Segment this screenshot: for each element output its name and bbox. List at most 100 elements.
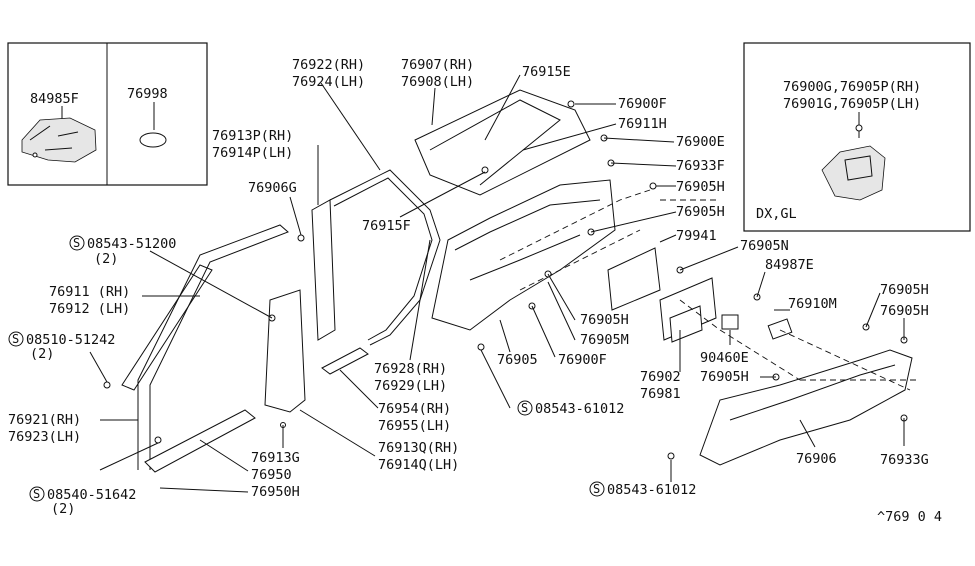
label-76924: 76924(LH): [292, 74, 365, 90]
rear-side-trim-76928: [431, 179, 616, 331]
label-76928: 76928(RH): [374, 361, 447, 377]
label-76915E: 76915E: [522, 64, 571, 80]
label-08543-51200: 08543-51200: [87, 236, 176, 252]
label-76950: 76950: [251, 467, 292, 483]
door-frame-76921: [137, 224, 289, 470]
label-90460E: 90460E: [700, 350, 749, 366]
label-76933F: 76933F: [676, 158, 725, 174]
label-76922: 76922(RH): [292, 57, 365, 73]
fastener-76906G: [297, 234, 305, 242]
label-08543-61012-b: 08543-61012: [607, 482, 696, 498]
inset-label-line2: 76901G,76905P(LH): [783, 96, 921, 112]
panel-76981: [669, 305, 703, 343]
lower-pillar-76913Q: [264, 289, 306, 413]
clip-76905H-a: [649, 182, 657, 190]
label-76911H: 76911H: [618, 116, 667, 132]
label-76905M: 76905M: [580, 332, 629, 348]
label-76929: 76929(LH): [374, 378, 447, 394]
label-76905H-d: 76905H: [880, 303, 929, 319]
label-76910M: 76910M: [788, 296, 837, 312]
label-76907: 76907(RH): [401, 57, 474, 73]
parts-drawing: [103, 89, 920, 473]
label-76911: 76911 (RH): [49, 284, 130, 300]
label-76900F-top: 76900F: [618, 96, 667, 112]
inset-label-line1: 76900G,76905P(RH): [783, 79, 921, 95]
roof-rear-garnish: [414, 89, 591, 196]
label-84985F: 84985F: [30, 91, 79, 107]
label-76900F-mid: 76900F: [558, 352, 607, 368]
label-76906: 76906: [796, 451, 837, 467]
leader-lines: [89, 74, 905, 493]
label-76906G: 76906G: [248, 180, 297, 196]
screw-08510-51242: [103, 381, 111, 389]
screw-symbol-icon: S: [593, 482, 600, 496]
part-76910M: [767, 318, 793, 340]
weatherstrip-76922: [329, 169, 441, 346]
label-76905H-a: 76905H: [676, 179, 725, 195]
clip-76950H: [154, 436, 162, 444]
label-08543-61012-a: 08543-61012: [535, 401, 624, 417]
screw-08543-61012-b: [667, 452, 675, 460]
label-76913Q: 76913Q(RH): [378, 440, 459, 456]
bracket-84985F: [21, 117, 97, 163]
label-76950H: 76950H: [251, 484, 300, 500]
label-08540-51642: 08540-51642: [47, 487, 136, 503]
screw-callout-08543-61012-a: S 08543-61012: [517, 400, 624, 417]
screw-08543-61012: [477, 343, 485, 351]
cover-90460E: [721, 314, 739, 330]
screw-callout-08543-61012-b: S 08543-61012: [589, 481, 696, 498]
lower-rear-trim-76906: [699, 349, 913, 466]
screw-symbol-icon: S: [12, 332, 19, 346]
kicking-plate-76954: [321, 347, 369, 375]
label-76914P: 76914P(LH): [212, 145, 293, 161]
label-84987E: 84987E: [765, 257, 814, 273]
label-76905H-b: 76905H: [676, 204, 725, 220]
callouts: 76922(RH) 76924(LH) 76907(RH) 76908(LH) …: [8, 57, 942, 525]
label-76915F: 76915F: [362, 218, 411, 234]
plug-76998: [139, 132, 167, 148]
label-08540-51642-qty: (2): [51, 501, 75, 517]
label-76998: 76998: [127, 86, 168, 102]
label-76905H-f: 76905H: [700, 369, 749, 385]
footer-code: ^769 0 4: [877, 509, 942, 525]
label-76905H-e: 76905H: [580, 312, 629, 328]
label-76913P: 76913P(RH): [212, 128, 293, 144]
label-08510-51242-qty: (2): [30, 346, 54, 362]
screw-symbol-icon: S: [521, 401, 528, 415]
screw-callout-08543-51200: S 08543-51200 (2): [69, 235, 176, 267]
label-76908: 76908(LH): [401, 74, 474, 90]
label-08543-51200-qty: (2): [94, 251, 118, 267]
pillar-trim-76913P: [311, 199, 336, 341]
screw-symbol-icon: S: [73, 236, 80, 250]
panel-79941: [607, 247, 661, 311]
screw-callout-08540-51642: S 08540-51642 (2): [29, 486, 136, 517]
label-76905N: 76905N: [740, 238, 789, 254]
label-76955: 76955(LH): [378, 418, 451, 434]
screw-symbol-icon: S: [33, 487, 40, 501]
inset-box-left: 84985F 76998: [7, 42, 208, 186]
label-79941: 79941: [676, 228, 717, 244]
clip-icon: [855, 124, 863, 132]
label-76981: 76981: [640, 386, 681, 402]
screw-callout-08510-51242: S 08510-51242 (2): [8, 331, 115, 362]
label-76921: 76921(RH): [8, 412, 81, 428]
bracket-hole: [32, 152, 38, 158]
inset-variant-label: DX,GL: [756, 206, 797, 222]
inset-box-right: 76900G,76905P(RH) 76901G,76905P(LH) DX,G…: [743, 42, 971, 232]
kicking-plate-76950: [144, 409, 256, 473]
front-pillar-76911: [121, 264, 213, 391]
label-76923: 76923(LH): [8, 429, 81, 445]
label-76933G: 76933G: [880, 452, 929, 468]
trim-panel-dx-gl: [821, 145, 886, 201]
label-76913G: 76913G: [251, 450, 300, 466]
label-76905H-c: 76905H: [880, 282, 929, 298]
label-08510-51242: 08510-51242: [26, 332, 115, 348]
label-76914Q: 76914Q(LH): [378, 457, 459, 473]
fastener-76900F: [567, 100, 575, 108]
label-76900E: 76900E: [676, 134, 725, 150]
label-76912: 76912 (LH): [49, 301, 130, 317]
label-76902: 76902: [640, 369, 681, 385]
label-76905: 76905: [497, 352, 538, 368]
label-76954: 76954(RH): [378, 401, 451, 417]
